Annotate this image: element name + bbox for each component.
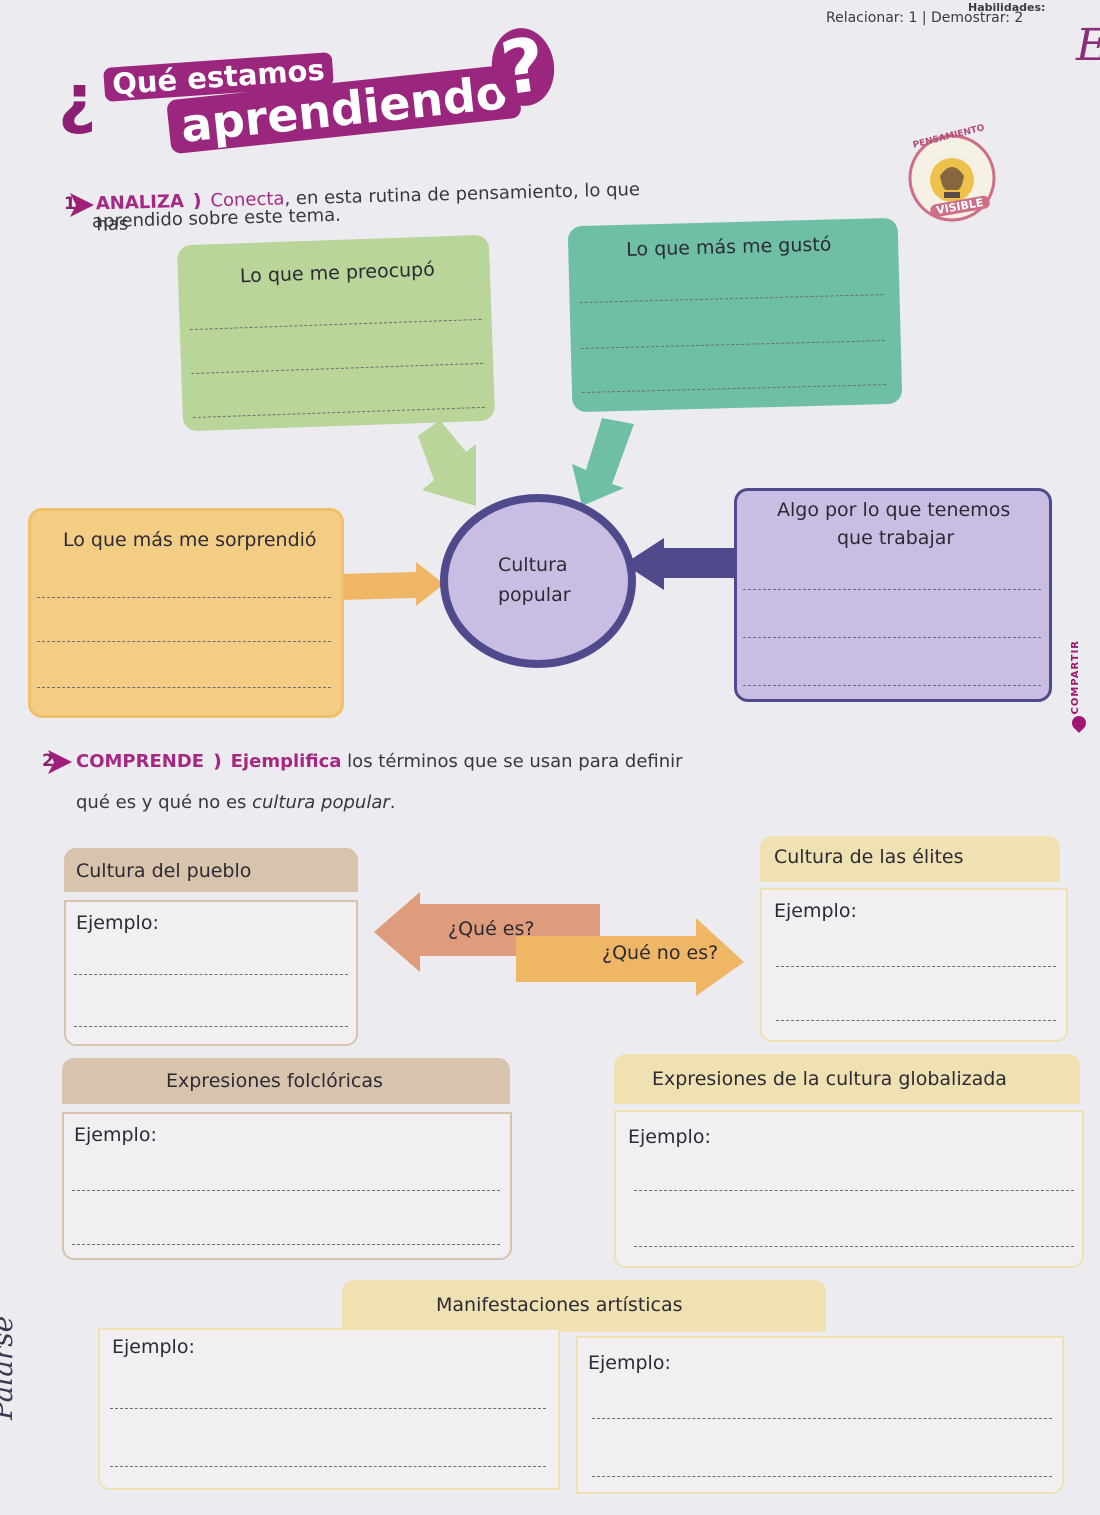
que-es-label: ¿Qué es? [448, 918, 535, 940]
answer-line[interactable] [580, 340, 885, 350]
skills-values: Relacionar: 1 | Demostrar: 2 [826, 10, 1024, 26]
que-es-arrows [374, 892, 744, 996]
gusto-label: Lo que más me gustó [625, 233, 832, 261]
answer-line[interactable] [189, 318, 482, 331]
answer-line[interactable] [110, 1408, 546, 1409]
title-open-mark: ¿ [58, 60, 97, 137]
pueblo-box: Ejemplo: [64, 900, 358, 1046]
activity2-number: 2 [42, 750, 72, 774]
answer-line[interactable] [37, 597, 331, 598]
artisticas-example-right: Ejemplo: [588, 1352, 671, 1374]
answer-line[interactable] [192, 406, 485, 419]
pueblo-example: Ejemplo: [76, 912, 159, 934]
trabajar-box: Algo por lo que tenemos que trabajar [734, 488, 1052, 702]
answer-line[interactable] [634, 1190, 1074, 1191]
folcloricas-box: Ejemplo: [62, 1112, 512, 1260]
answer-line[interactable] [72, 1244, 500, 1245]
center-label-line2: popular [498, 584, 571, 606]
purple-arrow [624, 538, 736, 590]
pueblo-title: Cultura del pueblo [64, 848, 358, 892]
globalizada-title: Expresiones de la cultura globalizada [614, 1054, 1080, 1104]
corner-letter: E [1076, 20, 1100, 71]
answer-line[interactable] [579, 294, 884, 304]
answer-line[interactable] [634, 1246, 1074, 1247]
compartir-label: COMPARTIR [1070, 640, 1081, 715]
answer-line[interactable] [37, 687, 331, 688]
activity1-number: 1 [64, 193, 94, 217]
preocupo-label: Lo que me preocupó [239, 258, 436, 288]
heart-icon [1069, 713, 1089, 733]
activity2-instructions: COMPRENDE ❫ Ejemplifica los términos que… [76, 751, 683, 772]
answer-line[interactable] [74, 1026, 348, 1027]
que-no-es-arrow [516, 918, 744, 996]
answer-line[interactable] [191, 362, 484, 375]
preocupo-box: Lo que me preocupó [176, 234, 496, 432]
handwritten-note: Palarse [0, 1315, 19, 1420]
globalizada-box: Ejemplo: [614, 1110, 1084, 1268]
answer-line[interactable] [72, 1190, 500, 1191]
answer-line[interactable] [74, 974, 348, 975]
trabajar-label-line1: Algo por lo que tenemos [777, 499, 1011, 521]
pensamiento-visible-badge: PENSAMIENTO VISIBLE [904, 123, 1004, 228]
folcloricas-example: Ejemplo: [74, 1124, 157, 1146]
globalizada-example: Ejemplo: [628, 1126, 711, 1148]
trabajar-label-line2: que trabajar [837, 527, 955, 549]
teal-arrow [572, 418, 634, 506]
elites-box: Ejemplo: [760, 888, 1068, 1042]
elites-title: Cultura de las élites [760, 836, 1060, 882]
folcloricas-title: Expresiones folclóricas [62, 1058, 510, 1104]
activity2-line1-rest: los términos que se usan para definir [341, 751, 683, 772]
activity2-skill: COMPRENDE [76, 751, 205, 772]
artisticas-box-left: Ejemplo: [98, 1328, 560, 1490]
artisticas-example-left: Ejemplo: [112, 1336, 195, 1358]
answer-line[interactable] [592, 1476, 1052, 1477]
que-no-es-label: ¿Qué no es? [602, 942, 719, 964]
center-label-line1: Cultura [498, 554, 568, 576]
answer-line[interactable] [776, 1020, 1056, 1021]
green-arrow [418, 420, 476, 506]
sorprendio-label: Lo que más me sorprendió [63, 529, 317, 551]
compartir-tab: COMPARTIR [1069, 640, 1089, 733]
activity2-verb: Ejemplifica [230, 751, 342, 772]
activity2-line2: qué es y qué no es cultura popular. [76, 792, 396, 813]
answer-line[interactable] [37, 641, 331, 642]
sorprendio-box: Lo que más me sorprendió [28, 508, 344, 718]
artisticas-title: Manifestaciones artísticas [342, 1280, 826, 1332]
answer-line[interactable] [110, 1466, 546, 1467]
answer-line[interactable] [743, 685, 1041, 686]
skills-label: Habilidades: [968, 1, 1046, 14]
cultura-popular-circle: Cultura popular [440, 494, 636, 668]
answer-line[interactable] [743, 637, 1041, 638]
answer-line[interactable] [776, 966, 1056, 967]
elites-example: Ejemplo: [774, 900, 857, 922]
gusto-box: Lo que más me gustó [567, 217, 903, 413]
artisticas-box-right: Ejemplo: [576, 1336, 1064, 1494]
arrows-activity1 [340, 418, 736, 606]
orange-arrow [340, 562, 444, 606]
answer-line[interactable] [592, 1418, 1052, 1419]
answer-line[interactable] [743, 589, 1041, 590]
answer-line[interactable] [581, 384, 886, 394]
